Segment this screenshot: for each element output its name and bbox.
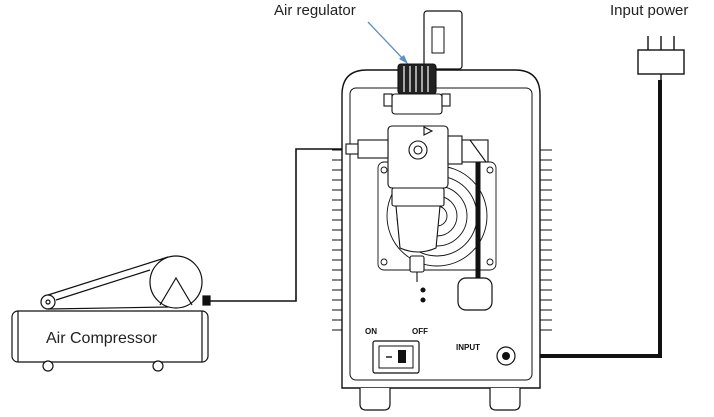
power-input-port <box>497 347 515 365</box>
regulator-pointer-arrow <box>368 22 408 64</box>
input-power-label: Input power <box>610 2 688 19</box>
machine-unit: ON OFF INPUT <box>332 11 552 410</box>
air-hose <box>210 149 348 301</box>
switch-on-label: ON <box>365 327 377 336</box>
air-compressor <box>12 256 210 371</box>
switch-off-label: OFF <box>412 327 428 336</box>
air-compressor-label: Air Compressor <box>46 330 158 347</box>
input-port-label: INPUT <box>456 343 480 352</box>
power-switch[interactable] <box>373 341 419 373</box>
air-regulator-label: Air regulator <box>274 2 356 19</box>
power-plug-icon <box>638 36 684 80</box>
